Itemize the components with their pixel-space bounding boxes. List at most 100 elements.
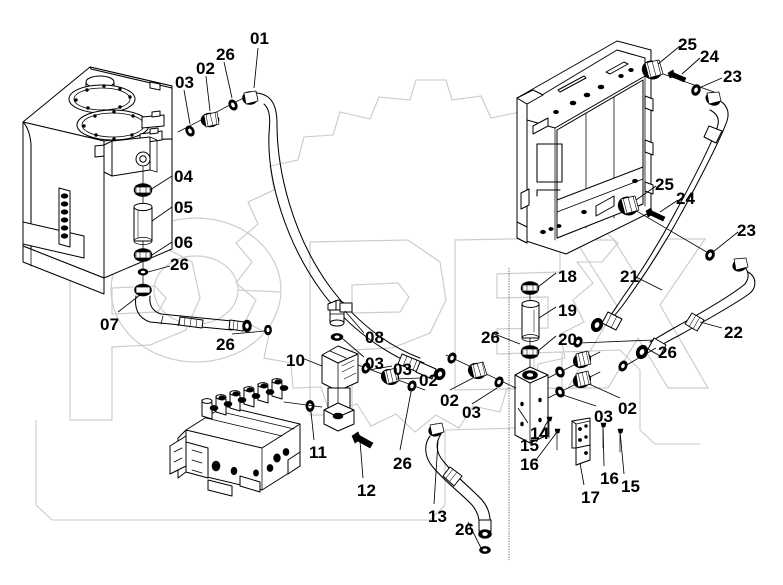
callout-26-hose13: 26 [455, 520, 474, 539]
callout-20: 20 [558, 330, 577, 349]
part-01-hose-elbow [242, 90, 259, 105]
callout-14: 14 [530, 424, 549, 443]
part-03-o-ring-top [185, 125, 195, 137]
valveblock-right-fitting-chain [357, 362, 426, 392]
part-03-o-ring-manifold-right-upper [555, 366, 565, 378]
bracket-fasteners-left [546, 416, 561, 451]
part-24-bolt-upper [667, 69, 687, 83]
part-02-adapter-manifold-left [467, 361, 488, 380]
callout-26-tank-lower: 26 [170, 255, 189, 274]
part-26-o-ring-top [228, 99, 238, 111]
callout-24-lower: 24 [676, 189, 695, 208]
cooler-upper-port [641, 59, 715, 96]
callout-06: 06 [174, 233, 193, 252]
callout-03-valveblock: 03 [393, 360, 412, 379]
part-03-o-ring-manifold-left [494, 376, 504, 388]
callout-02-manifold-left: 02 [440, 391, 459, 410]
callout-25-lower: 25 [655, 175, 674, 194]
tank-top-fitting-chain [177, 90, 259, 137]
part-02-adapter-top [200, 111, 220, 128]
part-01-hose-assembly [255, 92, 446, 381]
part-25-flange-lower [617, 195, 640, 216]
callout-03-tank-top: 03 [175, 73, 194, 92]
callout-10: 10 [286, 351, 305, 370]
callout-25-upper: 25 [678, 35, 697, 54]
callout-19: 19 [558, 301, 577, 320]
callout-02-tank-top: 02 [196, 59, 215, 78]
part-07-suction-hose [135, 295, 252, 333]
center-manifold-assembly [514, 281, 549, 444]
callout-16-left: 16 [520, 455, 539, 474]
part-23-o-ring-upper [691, 84, 701, 96]
part-03-o-ring-manifold-right-lower [555, 386, 565, 398]
callout-15-left: 15 [520, 436, 539, 455]
manifold-right-fitting-chain [547, 350, 601, 399]
part-17-mounting-bracket [571, 417, 591, 466]
callout-23-lower: 23 [737, 221, 756, 240]
callout-21: 21 [620, 267, 639, 286]
callout-08: 08 [365, 328, 384, 347]
part-18-union-fitting [520, 281, 540, 295]
manifold-left-fitting-chain [445, 352, 517, 389]
callout-12: 12 [357, 481, 376, 500]
part-21-cooler-hose-upper [573, 91, 729, 348]
callout-05: 05 [174, 198, 193, 217]
callout-11: 11 [309, 443, 327, 462]
callout-22: 22 [724, 323, 743, 342]
part-22-cooler-hose-lower [618, 257, 756, 372]
part-19-spacer-sleeve [521, 300, 540, 342]
part-20-union-fitting [520, 345, 540, 359]
callout-03-manifold-left: 03 [462, 403, 481, 422]
callout-01: 01 [250, 29, 269, 48]
part-24-bolt-lower [645, 207, 666, 222]
part-06-union-fitting [133, 248, 153, 262]
part-26-o-ring-hose13 [479, 546, 491, 554]
leader-lines [117, 45, 739, 549]
callout-26-manifold: 26 [481, 328, 500, 347]
part-02-adapter-manifold-right-upper [572, 350, 592, 369]
valve-spool-row-back [209, 379, 289, 411]
part-11-control-valve-bank [169, 378, 301, 497]
callout-02-manifold-right: 02 [618, 399, 637, 418]
part-04-union-fitting [133, 183, 153, 197]
callout-23-upper: 23 [723, 67, 742, 86]
cooler-lower-port [617, 195, 715, 261]
oil-cooler-radiator [516, 40, 654, 255]
callout-18: 18 [558, 267, 577, 286]
part-02-adapter-valveblock-right [380, 367, 400, 385]
callout-02-valveblock: 02 [419, 371, 438, 390]
part-14-manifold-body [514, 366, 549, 444]
bracket-fasteners-right [600, 422, 624, 453]
part-23-o-ring-lower [705, 249, 715, 261]
callout-03-manifold-right: 03 [594, 407, 613, 426]
hydraulic-tank [22, 66, 173, 295]
part-05-spacer-tube [133, 202, 153, 245]
tank-outlet-stack [133, 166, 153, 297]
callout-16-right: 16 [600, 469, 619, 488]
callout-03-elbow: 03 [365, 354, 384, 373]
part-26-o-ring-tank [137, 268, 149, 276]
part-12-bolt [351, 431, 374, 449]
part-10-valve-block [321, 345, 359, 432]
part-11-o-ring [283, 400, 323, 412]
part-03-o-ring-under-elbow [330, 333, 344, 341]
callout-26-hose07: 26 [216, 335, 235, 354]
part-03-o-ring-valveblock-right [361, 362, 371, 374]
part-25-flange-upper [641, 59, 664, 80]
part-08-elbow-fitting [327, 299, 353, 327]
callout-26-tank-top: 26 [216, 45, 235, 64]
callout-07: 07 [100, 315, 119, 334]
callout-26-cooler: 26 [658, 343, 677, 362]
callout-24-upper: 24 [700, 47, 719, 66]
callout-04: 04 [174, 167, 193, 186]
callout-13: 13 [428, 507, 447, 526]
callout-15-right: 15 [621, 477, 640, 496]
part-13-return-hose [425, 422, 492, 554]
part-02-adapter-manifold-right-lower [572, 370, 592, 389]
callout-26-bolt: 26 [393, 454, 412, 473]
callout-17: 17 [581, 488, 600, 507]
part-26-o-ring-after-hose07 [264, 324, 272, 336]
part-26-o-ring-manifold-left [447, 352, 457, 364]
